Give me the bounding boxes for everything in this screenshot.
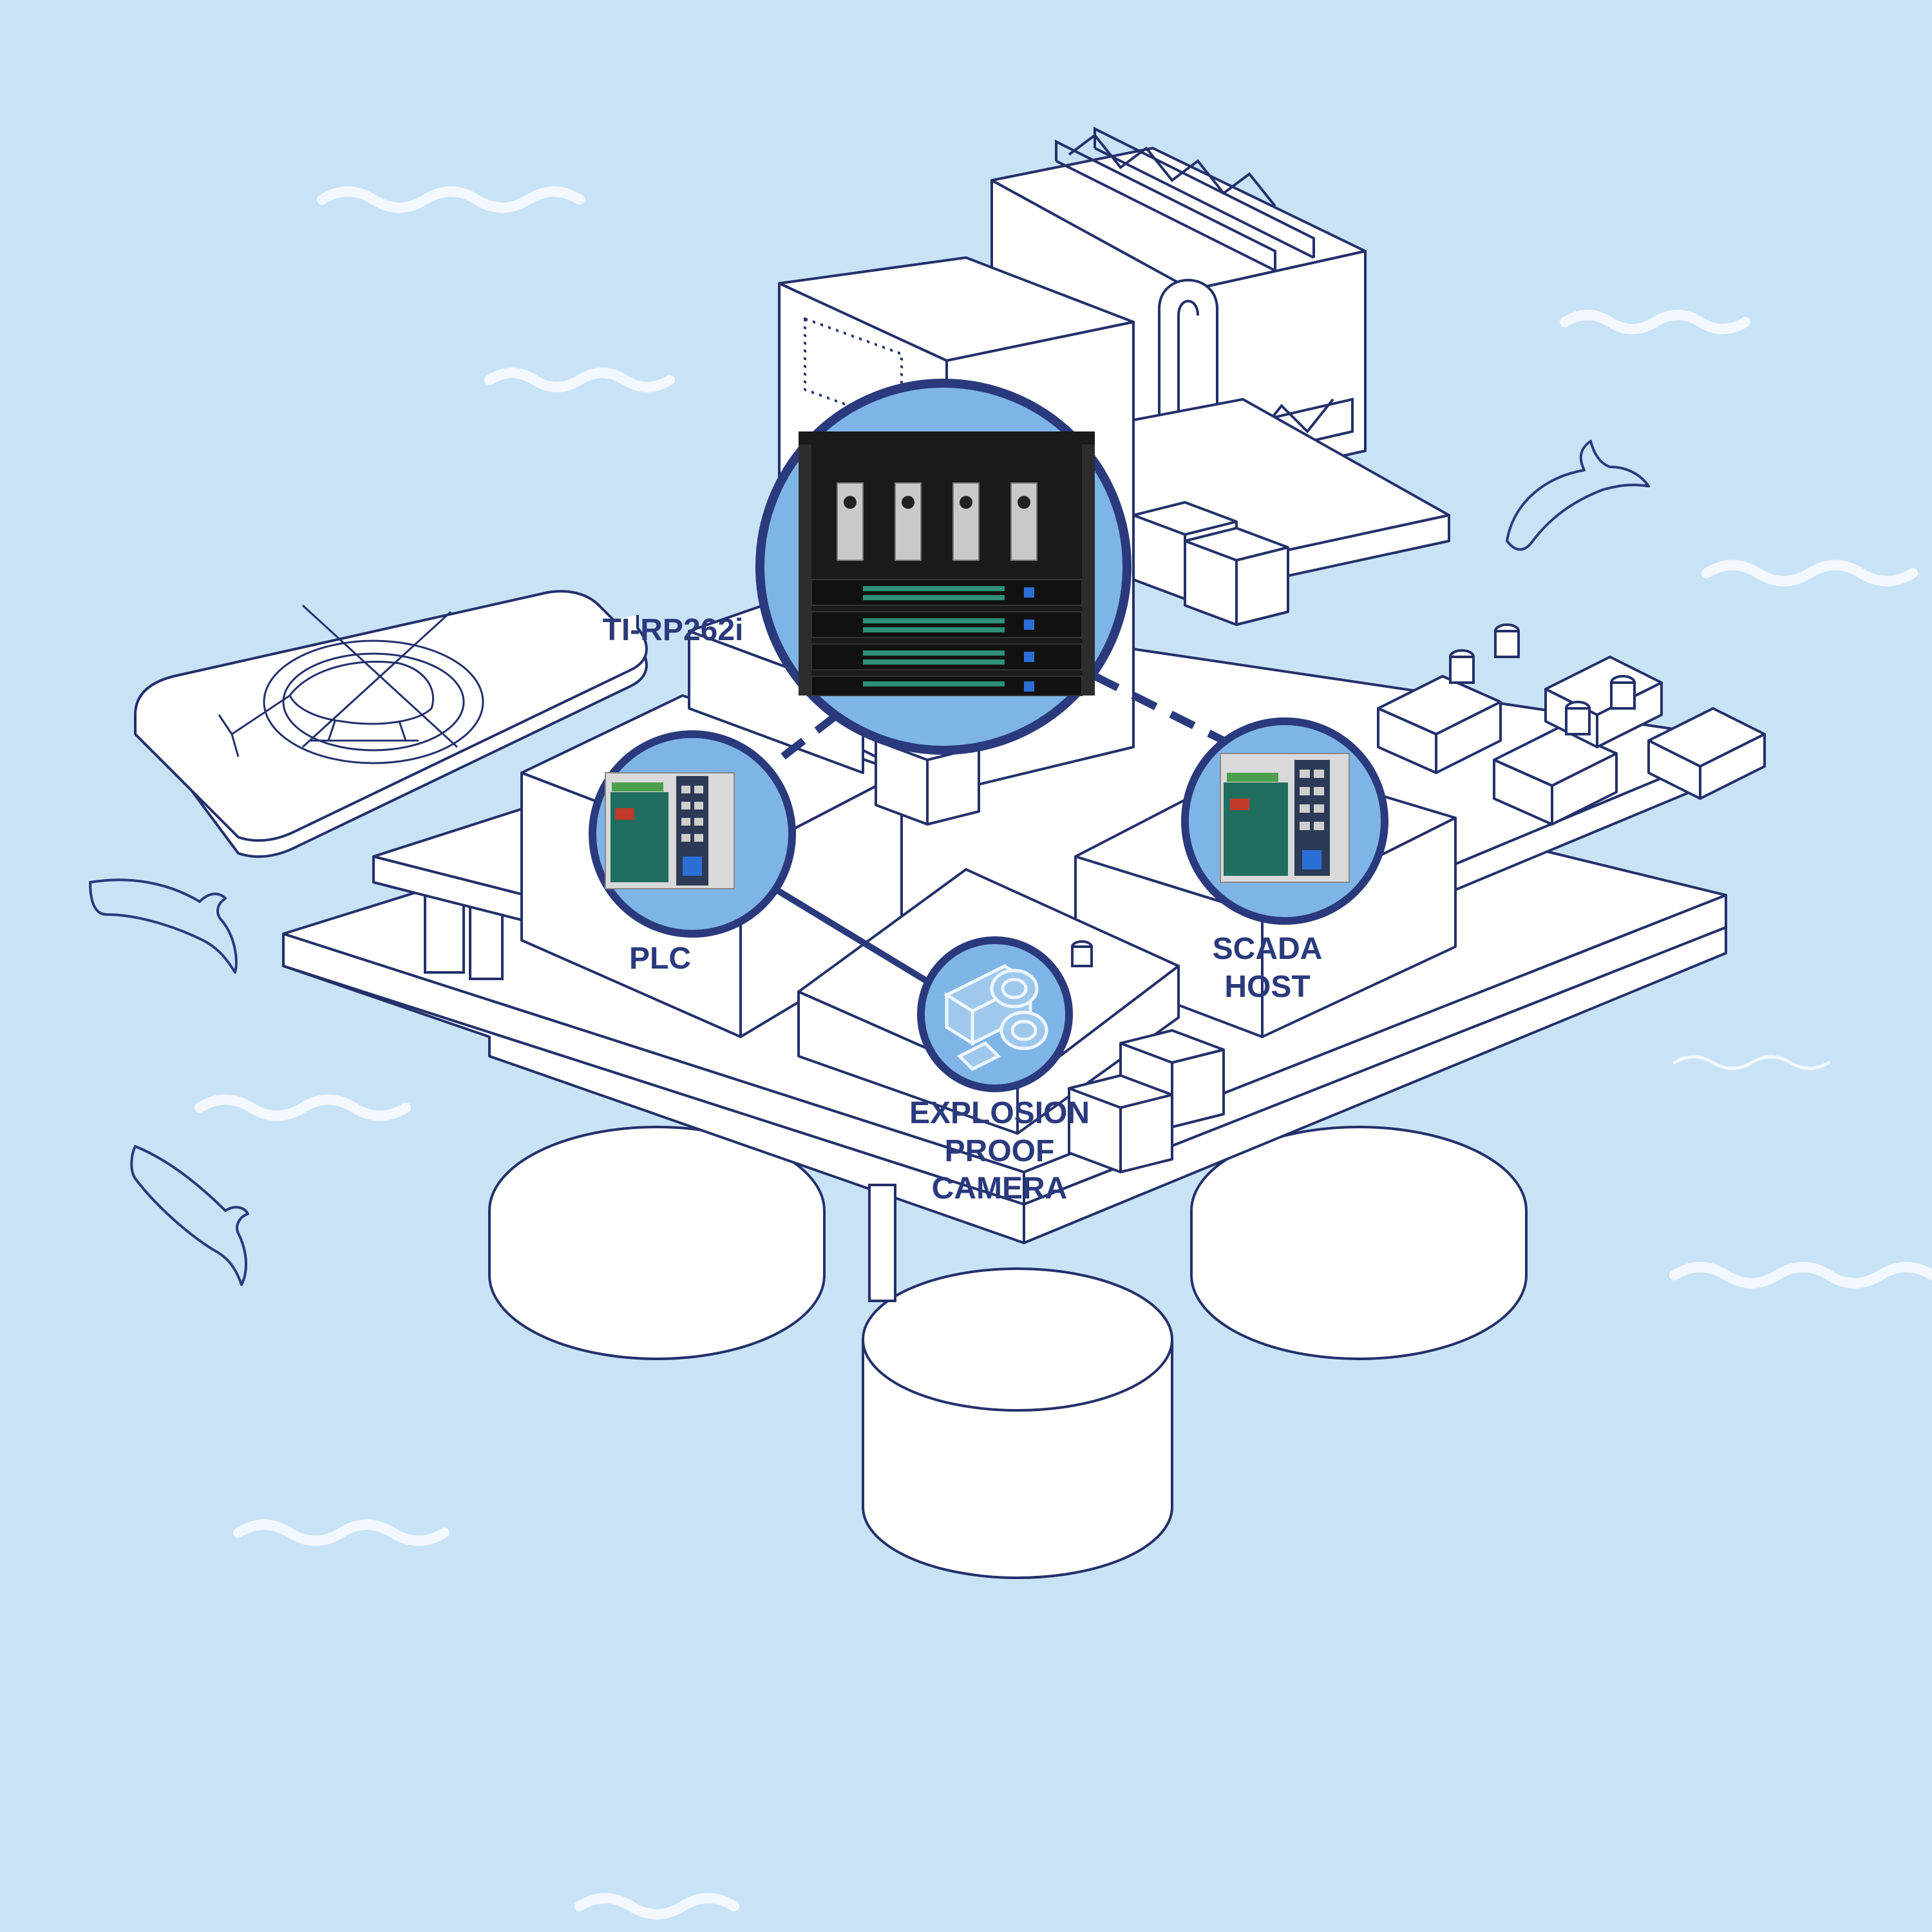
camera-node xyxy=(921,940,1069,1088)
plc-node xyxy=(592,734,792,934)
din-rail-switch-icon xyxy=(1220,753,1349,882)
camera-label: EXPLOSION PROOF CAMERA xyxy=(909,1095,1090,1208)
rack-switch-icon xyxy=(799,431,1095,696)
rack-label: TI-RP262i xyxy=(603,612,744,650)
scada-label: SCADA HOST xyxy=(1213,931,1323,1006)
plc-label: PLC xyxy=(629,940,691,978)
din-rail-switch-icon xyxy=(605,773,734,889)
rack-node xyxy=(760,383,1127,750)
scada-node xyxy=(1185,721,1385,921)
